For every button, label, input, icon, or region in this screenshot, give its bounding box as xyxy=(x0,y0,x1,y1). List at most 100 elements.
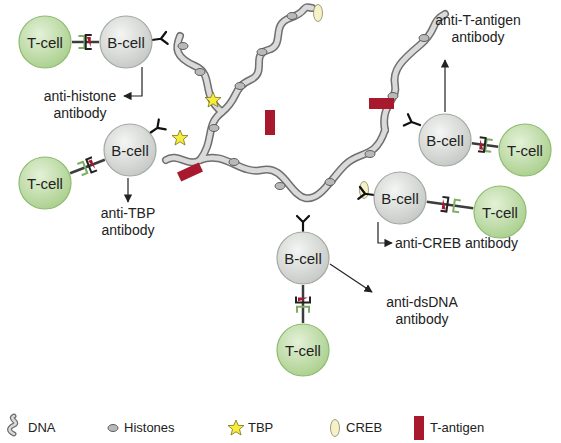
histone xyxy=(235,83,245,90)
antibody-label: anti-dsDNA antibody xyxy=(376,294,468,328)
dna-strand xyxy=(200,7,312,160)
histone xyxy=(325,179,335,186)
dna-strand xyxy=(200,130,385,198)
legend-label: T-antigen xyxy=(430,420,484,435)
legend-label: TBP xyxy=(248,420,273,435)
legend-dna-icon xyxy=(10,416,16,434)
cell-shape xyxy=(19,157,71,209)
t-cell-circle: T-cell xyxy=(498,123,552,177)
tcr-bracket xyxy=(485,139,492,152)
histone xyxy=(419,35,429,42)
cell-shape xyxy=(499,124,551,176)
cell-shape xyxy=(277,232,329,284)
b-cell-circle: B-cell xyxy=(418,113,472,167)
cell-shape xyxy=(100,16,152,68)
peptide-mark xyxy=(479,139,484,149)
legend-tbp-icon xyxy=(228,420,244,435)
dna-strand xyxy=(200,130,385,198)
legend-t-antigen-icon xyxy=(414,416,424,440)
antibody-label: anti-TBP antibody xyxy=(88,205,168,239)
receptor-connector xyxy=(72,41,99,44)
b-cell-receptor xyxy=(404,114,422,130)
tcr-bracket xyxy=(78,36,84,48)
b-cell-receptor xyxy=(297,216,309,231)
receptor-connector xyxy=(427,202,474,209)
histone xyxy=(257,49,267,56)
antibody-label: anti-CREB antibody xyxy=(395,235,518,252)
legend-label: CREB xyxy=(346,420,382,435)
cell-shape xyxy=(474,186,526,238)
cell-label: T-cell xyxy=(285,342,321,359)
dna-strand xyxy=(384,14,445,130)
cell-label: T-cell xyxy=(27,34,63,51)
dna-core xyxy=(166,7,445,198)
histone xyxy=(178,43,188,50)
leader-arrow xyxy=(127,178,128,202)
tbp-star xyxy=(172,130,188,145)
dna-strand xyxy=(384,14,445,130)
leader-arrow xyxy=(124,67,142,96)
leader-arrow xyxy=(378,222,392,243)
b-cell-circle: B-cell xyxy=(103,123,157,177)
b-cell-circle: B-cell xyxy=(373,171,427,225)
histone xyxy=(209,125,219,132)
mhc-bracket xyxy=(86,157,97,172)
t-antigen xyxy=(265,110,275,135)
dna-strand xyxy=(166,158,200,163)
cell-shape xyxy=(104,124,156,176)
t-antigen xyxy=(177,162,203,181)
mhc-bracket xyxy=(86,35,92,49)
antibody-label: anti-T-antigen antibody xyxy=(425,12,531,46)
t-antigen xyxy=(369,98,394,109)
antibody-label: anti-histone antibody xyxy=(36,88,124,122)
peptide-mark xyxy=(442,199,447,209)
t-cell-circle: T-cell xyxy=(276,323,330,377)
cell-label: B-cell xyxy=(284,250,322,267)
b-cell-receptor xyxy=(358,187,375,201)
legend-dna-icon xyxy=(10,416,16,434)
legend-label: DNA xyxy=(28,420,55,435)
cell-label: T-cell xyxy=(27,175,63,192)
dna-strand xyxy=(177,36,222,112)
cell-shape xyxy=(374,172,426,224)
legend-label: Histones xyxy=(124,420,175,435)
peptide-mark xyxy=(88,160,95,171)
histone-group xyxy=(178,13,429,190)
creb-oval xyxy=(314,5,323,22)
tcr-bracket xyxy=(453,200,461,213)
histone xyxy=(287,13,297,20)
b-cell-circle: B-cell xyxy=(276,231,330,285)
histone xyxy=(229,159,239,166)
dna-strand xyxy=(166,158,200,163)
leader-arrow xyxy=(444,60,445,112)
histone xyxy=(365,151,375,158)
t-cell-circle: T-cell xyxy=(18,156,72,210)
leader-arrow xyxy=(330,264,372,292)
cell-shape xyxy=(19,16,71,68)
legend-histone-icon xyxy=(108,425,118,432)
mhc-bracket xyxy=(478,137,486,152)
leader-group xyxy=(124,60,445,292)
b-cell-circle: B-cell xyxy=(99,15,153,69)
cell-label: B-cell xyxy=(381,190,419,207)
cell-shape xyxy=(277,324,329,376)
receptor-connector xyxy=(302,285,305,323)
cell-label: B-cell xyxy=(107,34,145,51)
b-cell-receptor xyxy=(151,32,168,46)
peptide-mark xyxy=(87,37,91,47)
histone xyxy=(195,69,205,76)
tcr-bracket xyxy=(297,307,309,313)
cell-shape xyxy=(419,114,471,166)
cell-label: T-cell xyxy=(507,142,543,159)
mhc-bracket xyxy=(296,296,310,302)
mhc-bracket xyxy=(440,197,448,212)
receptor-connector xyxy=(70,160,105,173)
tcr-bracket xyxy=(77,162,87,175)
tbp-star xyxy=(205,92,221,107)
cell-label: B-cell xyxy=(111,142,149,159)
dna-strand xyxy=(200,7,312,160)
histone xyxy=(275,183,285,190)
receptor-connector xyxy=(472,143,498,146)
dna-outline xyxy=(166,7,445,198)
cell-label: T-cell xyxy=(482,204,518,221)
